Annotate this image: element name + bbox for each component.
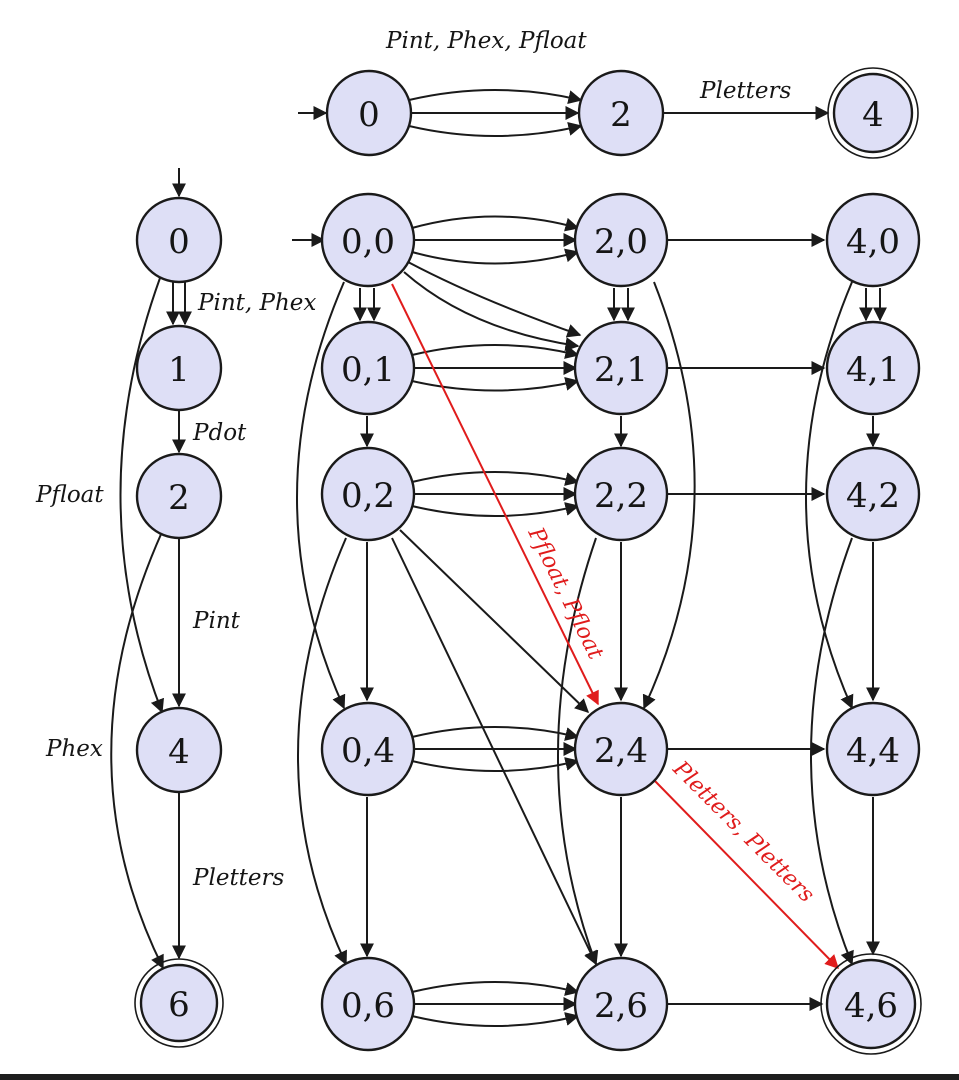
label-left-int-hex: Pint, Phex	[197, 290, 316, 316]
label-left-float: Pfloat	[35, 482, 104, 508]
node-p06: 0,6	[320, 956, 416, 1052]
edge-p02-p22-c	[411, 502, 580, 517]
edge-p06-p26-c	[411, 1012, 580, 1027]
edge-p00-p20-a	[411, 215, 580, 232]
node-left-0-label: 0	[168, 222, 190, 262]
label-red-float: Pfloat, Pfloat	[522, 523, 608, 664]
node-p04-label: 0,4	[341, 731, 395, 771]
node-p41: 4,1	[825, 320, 921, 416]
edge-p20-p24	[642, 281, 696, 710]
product-automaton-edges	[292, 215, 887, 1027]
edge-p42-p46	[810, 537, 854, 966]
node-left-2: 2	[135, 452, 223, 540]
edge-p00-p21-a	[407, 261, 582, 338]
node-p22-label: 2,2	[594, 476, 648, 516]
node-p24-label: 2,4	[594, 731, 648, 771]
edge-p22-p26	[557, 537, 599, 966]
node-p46-label: 4,6	[844, 986, 898, 1026]
node-top-4-label: 4	[862, 95, 884, 135]
node-top-4-accepting: 4	[827, 67, 919, 159]
label-top-letters: Pletters	[699, 78, 792, 104]
label-top-int-hex-float: Pint, Phex, Pfloat	[385, 28, 587, 54]
label-red-letters: Pletters, Pletters	[667, 756, 819, 908]
node-left-1: 1	[135, 324, 223, 412]
node-p21-label: 2,1	[594, 350, 648, 390]
edge-highlight-p00-p24	[391, 283, 599, 706]
edge-p02-p22-a	[411, 471, 580, 486]
node-p46-accepting: 4,6	[820, 953, 922, 1055]
node-left-6-accepting: 6	[134, 958, 224, 1048]
node-p04: 0,4	[320, 701, 416, 797]
edge-p04-p24-c	[411, 757, 580, 772]
node-p20-label: 2,0	[594, 222, 648, 262]
node-p41-label: 4,1	[846, 350, 900, 390]
edge-p00-p21-b	[403, 271, 580, 352]
node-top-0-label: 0	[358, 95, 380, 135]
node-p06-label: 0,6	[341, 986, 395, 1026]
edge-p01-p21-c	[411, 376, 580, 392]
node-p20: 2,0	[573, 192, 669, 288]
node-p26-label: 2,6	[594, 986, 648, 1026]
label-left-dot: Pdot	[192, 420, 247, 446]
node-left-4: 4	[135, 706, 223, 794]
edge-p00-p04	[296, 281, 346, 710]
label-left-int: Pint	[192, 608, 241, 634]
edge-p40-p44	[805, 281, 854, 710]
label-left-letters: Pletters	[192, 865, 285, 891]
edge-p02-p06	[297, 537, 347, 966]
top-automaton-edges	[298, 89, 830, 137]
node-top-2: 2	[577, 69, 665, 157]
product-automaton-nodes: 0,0 2,0 4,0 0,1 2,1 4,1 0,2 2	[320, 192, 922, 1055]
node-p40-label: 4,0	[846, 222, 900, 262]
label-left-hex: Phex	[45, 736, 103, 762]
bottom-border	[0, 1074, 959, 1080]
edge-highlight-p24-p46	[653, 779, 839, 970]
node-p02-label: 0,2	[341, 476, 395, 516]
node-p26: 2,6	[573, 956, 669, 1052]
node-left-2-label: 2	[168, 478, 190, 518]
node-top-2-label: 2	[610, 95, 632, 135]
edge-p02-p26	[391, 537, 597, 966]
node-left-6-label: 6	[168, 985, 190, 1025]
node-left-1-label: 1	[168, 350, 190, 390]
node-p01: 0,1	[320, 320, 416, 416]
node-p02: 0,2	[320, 446, 416, 542]
edge-left-0-4	[119, 277, 164, 714]
node-p40: 4,0	[825, 192, 921, 288]
node-p42: 4,2	[825, 446, 921, 542]
edge-top-0-2-c	[408, 122, 583, 137]
node-p01-label: 0,1	[341, 350, 395, 390]
node-p21: 2,1	[573, 320, 669, 416]
edge-top-0-2-a	[408, 89, 583, 104]
node-p24: 2,4	[573, 701, 669, 797]
edge-p04-p24-a	[411, 726, 580, 741]
edge-p02-p24	[399, 529, 590, 713]
edge-p01-p21-a	[411, 344, 580, 359]
node-p00-label: 0,0	[341, 222, 395, 262]
edge-p00-p20-c	[411, 248, 580, 265]
node-left-0: 0	[135, 196, 223, 284]
node-p44: 4,4	[825, 701, 921, 797]
node-p42-label: 4,2	[846, 476, 900, 516]
edge-p06-p26-a	[411, 981, 580, 996]
left-automaton-nodes: 0 1 2 4 6	[134, 196, 224, 1048]
node-p22: 2,2	[573, 446, 669, 542]
node-p00: 0,0	[320, 192, 416, 288]
node-left-4-label: 4	[168, 732, 190, 772]
top-automaton-nodes: 0 2 4	[325, 67, 919, 159]
node-p44-label: 4,4	[846, 731, 900, 771]
edge-left-2-6	[110, 531, 164, 970]
node-top-0: 0	[325, 69, 413, 157]
left-automaton-edges	[110, 168, 192, 970]
